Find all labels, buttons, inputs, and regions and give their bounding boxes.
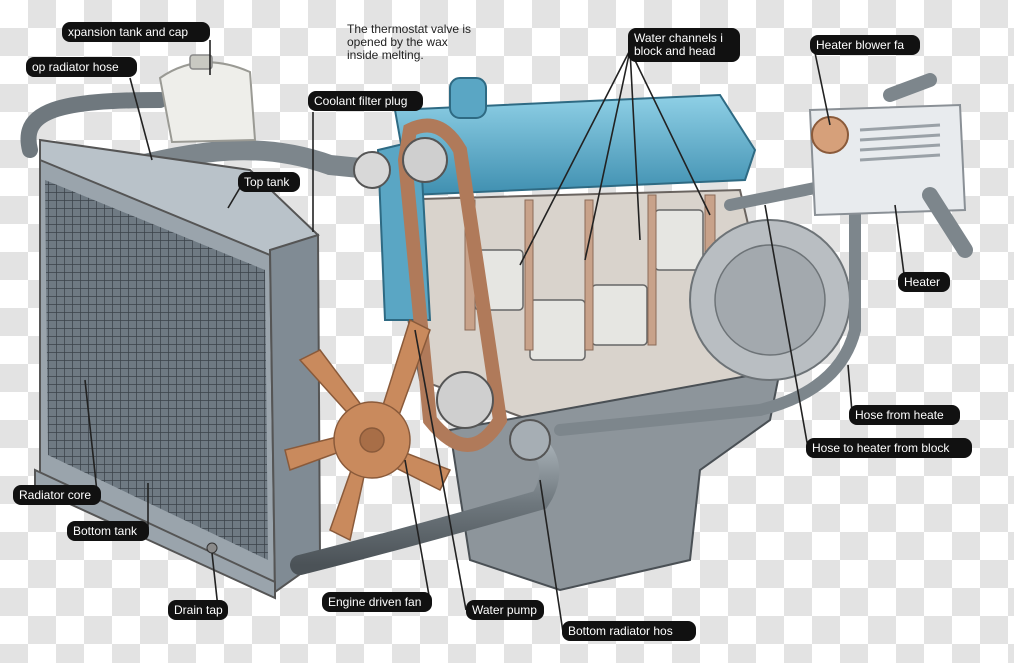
oil-filler-cap bbox=[449, 77, 487, 119]
water-pump-body bbox=[509, 419, 551, 461]
radiator-end-panel bbox=[268, 233, 322, 594]
expansion-tank-cap bbox=[189, 54, 213, 70]
thermostat-note: The thermostat valve is opened by the wa… bbox=[347, 22, 472, 62]
hose-to-heater-from-block bbox=[554, 194, 861, 436]
expansion-tank bbox=[158, 61, 257, 144]
heater-blower-fan bbox=[811, 116, 849, 154]
label-water-channels: Water channels i block and head bbox=[628, 28, 740, 62]
timing-belt bbox=[397, 118, 508, 452]
label-water-pump: Water pump bbox=[466, 600, 544, 620]
heater-inlet-pipe bbox=[883, 73, 937, 102]
label-heater-blower-fan: Heater blower fa bbox=[810, 35, 920, 55]
radiator-core bbox=[45, 180, 268, 560]
engine-driven-fan bbox=[284, 318, 452, 542]
label-heater: Heater bbox=[898, 272, 950, 292]
cam-pulley bbox=[402, 137, 448, 183]
label-top-tank: Top tank bbox=[238, 172, 300, 192]
pistons bbox=[474, 209, 704, 361]
thermostat-housing bbox=[353, 151, 391, 189]
label-coolant-filter-plug: Coolant filter plug bbox=[308, 91, 423, 111]
label-drain-tap: Drain tap bbox=[168, 600, 228, 620]
top-radiator-hose bbox=[20, 92, 168, 158]
label-hose-from-heater: Hose from heate bbox=[849, 405, 960, 425]
label-bottom-tank: Bottom tank bbox=[67, 521, 149, 541]
crank-pulley bbox=[436, 371, 494, 429]
heater-coil bbox=[859, 123, 941, 162]
label-expansion-tank-and-cap: xpansion tank and cap bbox=[62, 22, 210, 42]
label-hose-to-heater-from-block: Hose to heater from block bbox=[806, 438, 972, 458]
label-radiator-core: Radiator core bbox=[13, 485, 101, 505]
heater-outlet-pipe bbox=[922, 187, 973, 258]
label-top-radiator-hose: op radiator hose bbox=[26, 57, 137, 77]
leader-lines bbox=[84, 40, 906, 633]
label-bottom-radiator-hose: Bottom radiator hos bbox=[562, 621, 696, 641]
drain-tap bbox=[206, 542, 218, 554]
label-engine-driven-fan: Engine driven fan bbox=[322, 592, 432, 612]
